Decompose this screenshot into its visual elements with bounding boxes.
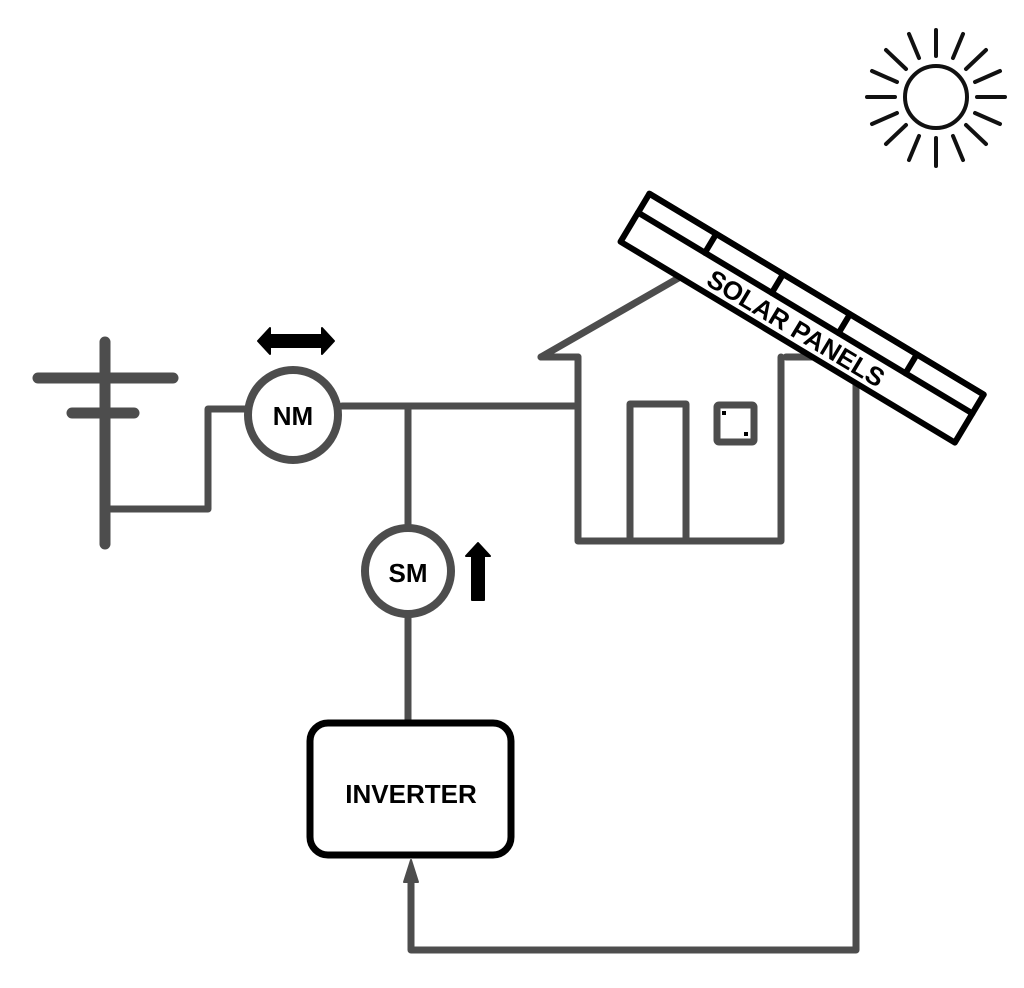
up-arrow-icon	[465, 542, 491, 601]
wire-pole-to-net-meter	[106, 405, 250, 513]
net-meter-label: NM	[273, 401, 313, 431]
net-meter: NM	[244, 327, 342, 464]
bidirectional-arrow-icon	[257, 327, 335, 355]
sun-icon	[865, 28, 1007, 168]
solar-meter: SM	[361, 524, 491, 618]
panel-cell-dividers	[701, 230, 920, 377]
window	[713, 401, 758, 446]
wiring	[106, 352, 860, 954]
inverter-label: INVERTER	[345, 779, 477, 809]
inverter: INVERTER	[306, 719, 515, 859]
wire-panels-to-inverter	[407, 352, 860, 954]
door	[626, 400, 690, 545]
inverter-input-arrow-icon	[403, 859, 419, 883]
utility-pole-icon	[32, 336, 179, 550]
solar-meter-label: SM	[389, 558, 428, 588]
